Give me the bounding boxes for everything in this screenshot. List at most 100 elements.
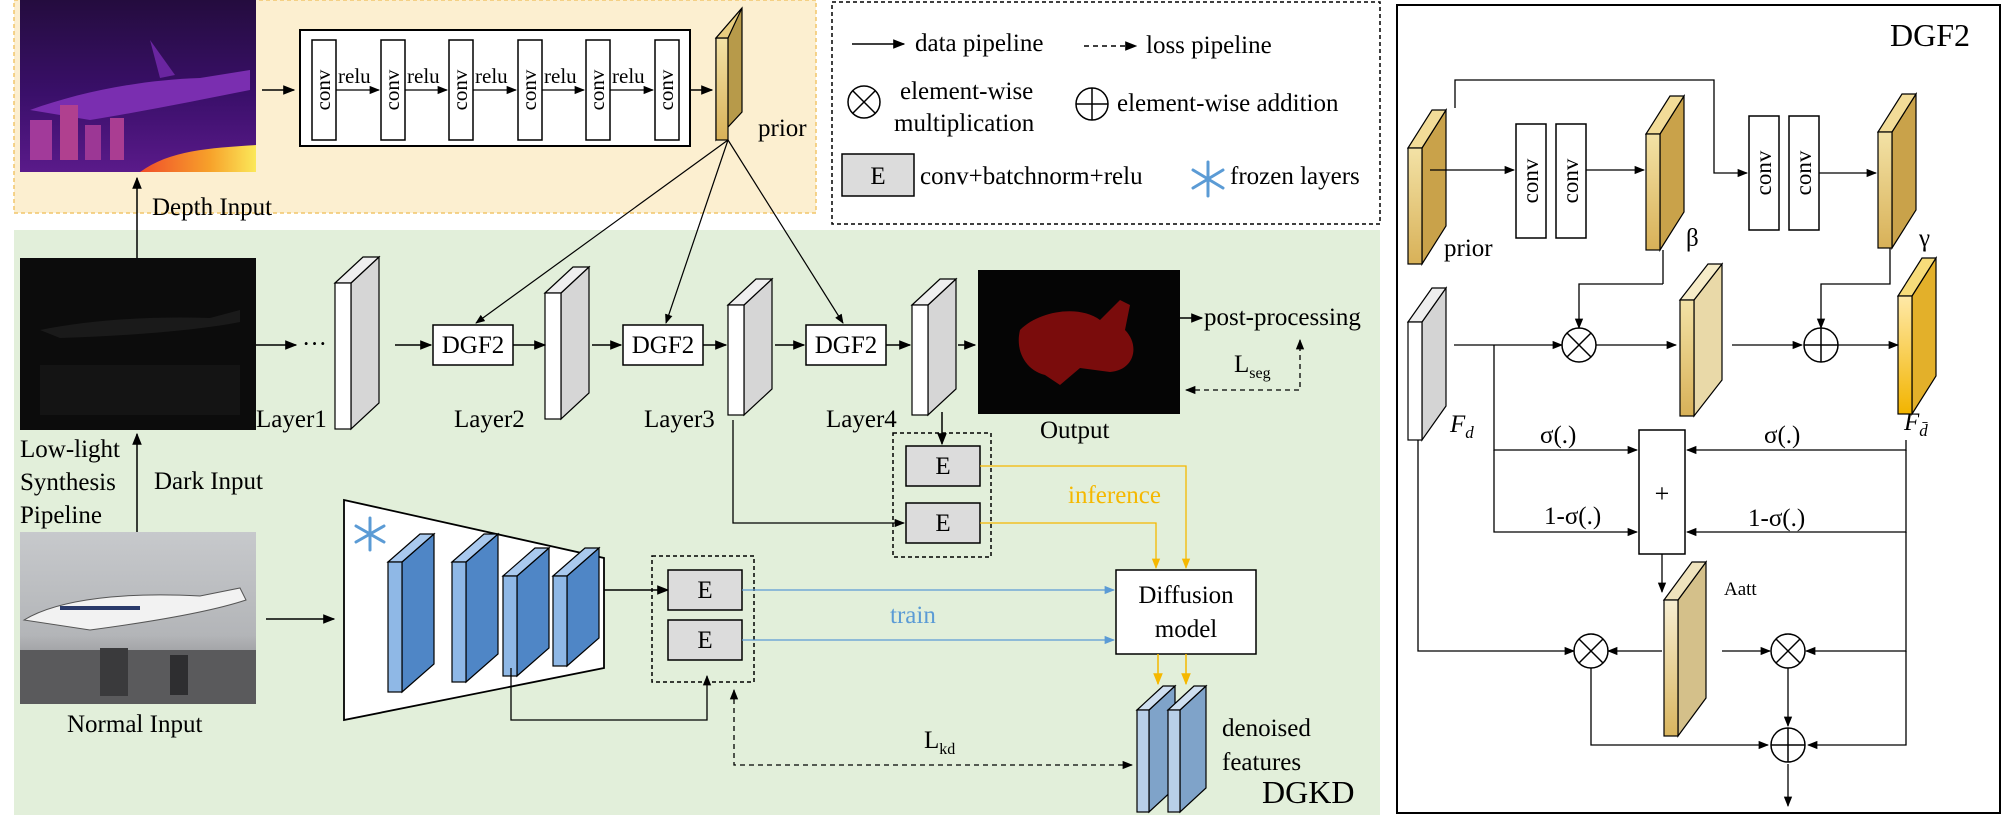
dgf2-prior-label: prior xyxy=(1444,235,1493,262)
inference-label: inference xyxy=(1068,482,1161,509)
legend-frozen-label: frozen layers xyxy=(1230,163,1360,190)
depth-conv-2 xyxy=(380,39,406,141)
teacher-feature-map-4 xyxy=(551,546,601,668)
depth-conv-6 xyxy=(654,39,680,141)
sigma-left-label: σ(.) xyxy=(1540,422,1576,449)
depth-conv-4-label: conv xyxy=(517,69,541,110)
gamma-label: γ xyxy=(1918,225,1930,252)
fd-label: Fd xyxy=(1449,411,1474,442)
low-light-label-3: Pipeline xyxy=(20,502,102,529)
output-image xyxy=(978,270,1180,414)
teacher-feature-map-1 xyxy=(386,532,436,694)
depth-relu-5: relu xyxy=(612,64,645,88)
fdbar-map xyxy=(1896,255,1938,417)
teacher-e-box-2 xyxy=(667,619,743,661)
fusion-plus: + xyxy=(1655,479,1670,508)
aatt-label: Aatt xyxy=(1724,579,1757,600)
depth-relu-3: relu xyxy=(475,64,508,88)
inference-line-2 xyxy=(980,522,1161,570)
diffusion-label-1: Diffusion xyxy=(1138,582,1234,609)
dgf2-block-2 xyxy=(622,324,704,366)
depth-conv-chain-box xyxy=(299,29,691,147)
layer2-feature-map xyxy=(543,265,591,421)
gamma-conv-1 xyxy=(1748,115,1780,231)
fused-mid-map xyxy=(1678,262,1724,418)
aatt-map xyxy=(1662,560,1708,738)
prior-to-gamma-conv xyxy=(1454,79,1749,178)
depth-conv-5-label: conv xyxy=(585,69,609,110)
student-e-box-2-label: E xyxy=(935,510,950,537)
beta-conv-1 xyxy=(1515,123,1547,239)
legend-addition-label: element-wise addition xyxy=(1117,90,1339,117)
one-minus-sigma-left-label: 1-σ(.) xyxy=(1544,503,1601,530)
dgf2-prior-map xyxy=(1406,107,1448,267)
lkd-loss-arrow xyxy=(729,688,1134,770)
student-e-box-1-label: E xyxy=(935,453,950,480)
gamma-map xyxy=(1876,91,1918,251)
teacher-e-box-1 xyxy=(667,569,743,611)
legend-e-box xyxy=(841,153,915,197)
depth-conv-2-label: conv xyxy=(380,69,404,110)
normal-input-label: Normal Input xyxy=(67,711,202,738)
legend-e-box-label: E xyxy=(870,163,885,190)
snowflake-icon xyxy=(1191,160,1225,198)
fdbar-to-final-add xyxy=(1806,651,1907,750)
left-multiply-icon xyxy=(1573,633,1609,669)
prior-to-dgf2-3 xyxy=(727,139,844,324)
beta-label: β xyxy=(1686,225,1699,252)
dgkd-label: DGKD xyxy=(1262,774,1354,810)
addition-icon xyxy=(1075,87,1109,121)
beta-conv-2-label: conv xyxy=(1558,158,1583,203)
legend-multiplication-line1: element-wise xyxy=(900,78,1033,105)
denoised-label-2: features xyxy=(1222,749,1301,776)
lseg-loss-arrow xyxy=(1184,338,1305,395)
teacher-feature-map-2 xyxy=(450,532,500,684)
low-light-label-1: Low-light xyxy=(20,436,120,463)
teacher-skip-to-e-arrow xyxy=(510,668,712,721)
teacher-feature-maps xyxy=(386,532,601,694)
fusion-box xyxy=(1638,429,1686,555)
fd-map xyxy=(1406,286,1448,442)
layer4-label: Layer4 xyxy=(826,406,897,433)
layer3-label: Layer3 xyxy=(644,406,715,433)
diffusion-label-2: model xyxy=(1155,616,1218,643)
depth-conv-1-label: conv xyxy=(311,69,335,110)
dgf2-feature-maps xyxy=(1406,91,1938,738)
depth-relu-4: relu xyxy=(544,64,577,88)
post-processing-label: post-processing xyxy=(1204,304,1361,331)
teacher-e-box-1-label: E xyxy=(697,577,712,604)
gamma-conv-2 xyxy=(1788,115,1820,231)
depth-input-image xyxy=(20,0,256,172)
dgf2-block-3-label: DGF2 xyxy=(815,332,878,359)
layer1-label: Layer1 xyxy=(256,406,327,433)
dgf2-block-2-label: DGF2 xyxy=(632,332,695,359)
denoised-label-1: denoised xyxy=(1222,715,1311,742)
fdbar-label: Fd̄ xyxy=(1903,409,1928,440)
gamma-to-add xyxy=(1816,248,1891,330)
beta-conv-2 xyxy=(1555,123,1587,239)
train-label: train xyxy=(890,602,936,629)
layer1-dots: ··· xyxy=(302,331,327,358)
layer3-feature-map xyxy=(726,277,774,417)
depth-relu-2: relu xyxy=(407,64,440,88)
prior-feature-map xyxy=(714,6,743,142)
dgf2-block-3 xyxy=(805,324,887,366)
low-light-label-2: Synthesis xyxy=(20,469,116,496)
lkd-label: Lkd xyxy=(924,727,955,758)
dgf2-block-1-label: DGF2 xyxy=(442,332,505,359)
beta-map xyxy=(1644,93,1686,253)
denoised-feature-maps xyxy=(1135,684,1208,814)
fd-one-minus-sigma-line xyxy=(1493,450,1639,537)
legend-loss-pipeline-label: loss pipeline xyxy=(1146,32,1272,59)
left-mult-to-final-add xyxy=(1590,668,1770,750)
depth-conv-4 xyxy=(517,39,543,141)
depth-relu-1: relu xyxy=(338,64,371,88)
dark-input-image xyxy=(20,258,256,430)
gamma-conv-1-label: conv xyxy=(1751,150,1776,195)
prior-to-dgf2-2 xyxy=(665,139,729,324)
teacher-e-group xyxy=(651,555,755,683)
beta-to-mult-2 xyxy=(1574,283,1663,330)
legend-e-desc: conv+batchnorm+relu xyxy=(920,163,1143,190)
